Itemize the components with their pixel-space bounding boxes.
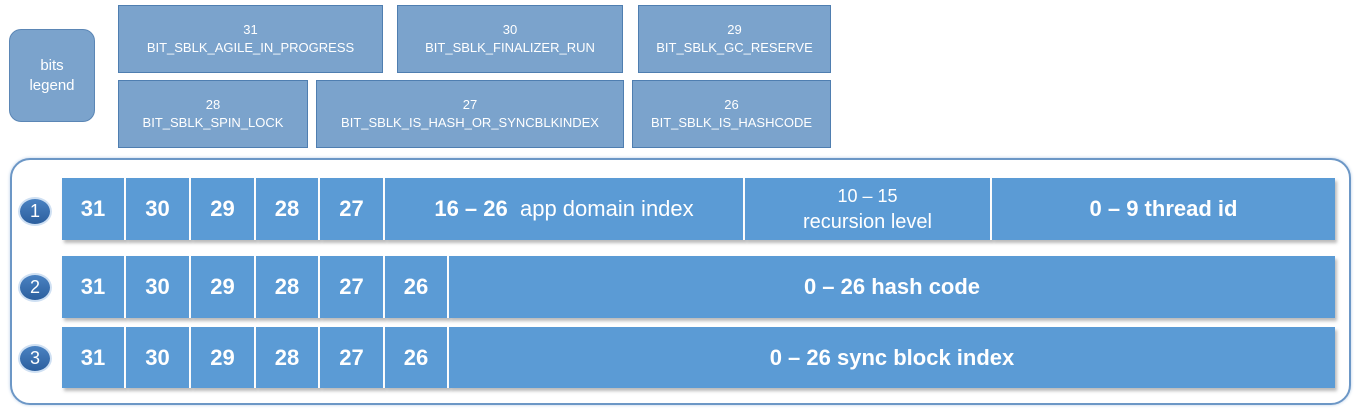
bit-cell-28: 28 xyxy=(256,327,320,388)
legend-bit-27: 27 BIT_SBLK_IS_HASH_OR_SYNCBLKINDEX xyxy=(316,80,624,148)
app-domain-index-field: 16 – 26 app domain index xyxy=(385,178,745,240)
bit-number: 27 xyxy=(339,196,364,221)
legend-key-line2: legend xyxy=(29,76,75,94)
bit-number: 28 xyxy=(274,274,300,299)
layout-badge-2: 2 xyxy=(18,273,52,302)
bit-number: 29 xyxy=(210,344,235,370)
legend-bit-name: BIT_SBLK_GC_RESERVE xyxy=(656,40,813,55)
badge-number: 1 xyxy=(29,201,40,221)
bit-number: 31 xyxy=(80,274,106,299)
bit-cell-31: 31 xyxy=(62,256,126,318)
bit-cell-28: 28 xyxy=(256,256,320,318)
layout-badge-1: 1 xyxy=(18,197,52,226)
app-domain-range: 16 – 26 xyxy=(434,196,508,221)
bit-cell-30: 30 xyxy=(126,178,191,240)
bit-number: 28 xyxy=(274,344,300,370)
bit-cell-26: 26 xyxy=(385,327,449,388)
hash-code-label: 0 – 26 hash code xyxy=(803,274,981,299)
bit-cell-29: 29 xyxy=(191,327,256,388)
recursion-level-field: 10 – 15 recursion level xyxy=(745,178,992,240)
bits-legend-key: bits legend xyxy=(9,29,95,122)
bit-number: 29 xyxy=(210,196,235,221)
bit-number: 28 xyxy=(274,196,300,221)
bit-cell-31: 31 xyxy=(62,327,126,388)
legend-bit-name: BIT_SBLK_AGILE_IN_PROGRESS xyxy=(146,40,355,55)
recursion-range: 10 – 15 xyxy=(837,186,898,206)
legend-bit-number: 29 xyxy=(727,22,742,37)
bit-cell-29: 29 xyxy=(191,256,256,318)
bit-number: 27 xyxy=(339,274,364,299)
bit-cell-30: 30 xyxy=(126,256,191,318)
bit-cell-27: 27 xyxy=(320,256,385,318)
thread-id-field: 0 – 9 thread id xyxy=(992,178,1335,240)
thread-id-label: 0 – 9 thread id xyxy=(1089,196,1238,221)
bit-cell-26: 26 xyxy=(385,256,449,318)
legend-bit-number: 26 xyxy=(724,97,739,112)
bit-cell-27: 27 xyxy=(320,327,385,388)
bit-cell-30: 30 xyxy=(126,327,191,388)
legend-bit-name: BIT_SBLK_IS_HASHCODE xyxy=(650,115,813,130)
legend-bit-name: BIT_SBLK_IS_HASH_OR_SYNCBLKINDEX xyxy=(341,115,599,130)
bit-cell-29: 29 xyxy=(191,178,256,240)
layout-badge-3: 3 xyxy=(18,344,52,373)
sync-block-index-field: 0 – 26 sync block index xyxy=(449,327,1335,388)
bit-number: 29 xyxy=(210,274,235,299)
bit-number: 31 xyxy=(80,344,106,370)
recursion-label: recursion level xyxy=(803,211,932,233)
bit-cell-27: 27 xyxy=(320,178,385,240)
bit-number: 26 xyxy=(403,274,429,299)
bit-number: 31 xyxy=(80,196,106,221)
legend-bit-28: 28 BIT_SBLK_SPIN_LOCK xyxy=(118,80,308,148)
legend-bit-name: BIT_SBLK_FINALIZER_RUN xyxy=(425,40,595,55)
bit-number: 30 xyxy=(145,344,170,370)
legend-bit-26: 26 BIT_SBLK_IS_HASHCODE xyxy=(632,80,831,148)
badge-number: 3 xyxy=(29,348,40,368)
bit-number: 30 xyxy=(145,196,170,221)
bit-number: 26 xyxy=(403,344,429,370)
hash-code-field: 0 – 26 hash code xyxy=(449,256,1335,318)
legend-bit-number: 28 xyxy=(205,97,221,112)
legend-bit-31: 31 BIT_SBLK_AGILE_IN_PROGRESS xyxy=(118,5,383,73)
legend-bit-29: 29 BIT_SBLK_GC_RESERVE xyxy=(638,5,831,73)
badge-number: 2 xyxy=(29,277,40,297)
legend-bit-30: 30 BIT_SBLK_FINALIZER_RUN xyxy=(397,5,623,73)
legend-bit-number: 31 xyxy=(243,22,258,37)
bit-number: 30 xyxy=(145,274,170,299)
app-domain-label: app domain index xyxy=(519,196,694,221)
legend-bit-number: 30 xyxy=(502,22,518,37)
legend-bit-number: 27 xyxy=(462,97,478,112)
legend-bit-name: BIT_SBLK_SPIN_LOCK xyxy=(142,115,284,130)
sync-block-index-label: 0 – 26 sync block index xyxy=(769,344,1015,370)
bit-number: 27 xyxy=(339,344,364,370)
legend-key-line1: bits xyxy=(40,56,64,74)
bit-cell-31: 31 xyxy=(62,178,126,240)
bit-cell-28: 28 xyxy=(256,178,320,240)
